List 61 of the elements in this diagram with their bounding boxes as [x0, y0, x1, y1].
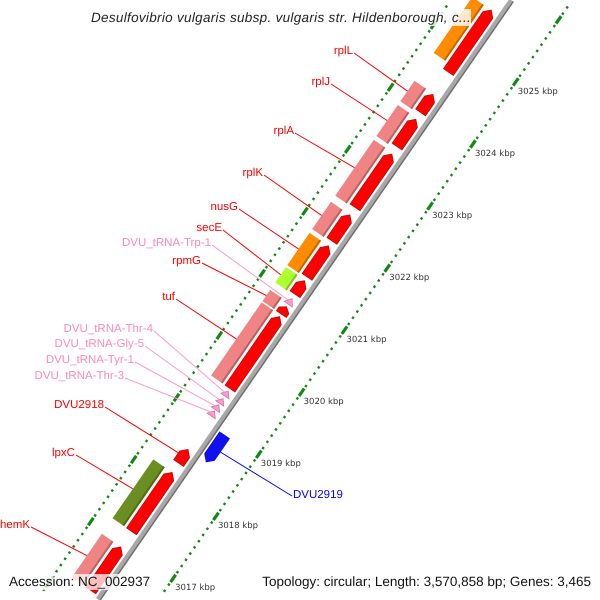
gene-label: DVU_tRNA-Trp-1 — [122, 236, 211, 250]
leader-line — [202, 262, 267, 296]
gene-label: DVU2918 — [54, 398, 104, 412]
gene-label: rplK — [242, 166, 263, 180]
scale-label: 3018 kbp — [218, 521, 258, 532]
scale-label: 3022 kbp — [389, 273, 430, 284]
scale-label: 3020 kbp — [304, 397, 344, 408]
leader-line — [176, 298, 237, 340]
cds-feature — [302, 245, 330, 281]
trna-feature — [214, 398, 224, 408]
trna-feature — [210, 404, 220, 414]
cds-feature — [350, 154, 394, 212]
cds-feature — [173, 449, 190, 467]
cds-feature — [204, 431, 230, 462]
gene-label: DVU_tRNA-Thr-3 — [34, 370, 124, 382]
leader-line — [238, 208, 299, 250]
leader-line — [212, 244, 289, 300]
scale-label: 3025 kbp — [518, 86, 558, 97]
cds-feature — [415, 94, 435, 116]
leader-line — [264, 174, 322, 216]
cds-feature — [224, 316, 282, 392]
scale-label: 3023 kbp — [432, 211, 472, 222]
cds-feature — [326, 214, 352, 245]
trna-feature — [283, 298, 293, 308]
gene-label: rpmG — [172, 254, 201, 268]
scale-label: 3021 kbp — [346, 335, 387, 346]
gene-label: rplL — [334, 44, 353, 58]
leader-line — [144, 346, 220, 400]
leader-line — [124, 378, 212, 413]
leader-line — [154, 330, 226, 393]
cds-feature — [290, 280, 306, 298]
footer-text: Accession: NC_002937 — [9, 574, 150, 590]
cds-feature — [126, 472, 174, 536]
leader-line — [294, 132, 356, 168]
footer-text: Topology: circular; Length: 3,570,858 bp; Genes: 3,465 — [262, 574, 591, 590]
scale-label: 3019 kbp — [260, 459, 301, 470]
gene-label: tuf — [162, 290, 175, 304]
scale-label: 3024 kbp — [474, 149, 515, 160]
leader-line — [134, 362, 216, 406]
gene-label: DVU2919 — [293, 488, 343, 502]
leader-line — [30, 526, 88, 556]
cds-feature — [276, 306, 290, 318]
gene-label: DVU_tRNA-Gly-5 — [54, 338, 144, 350]
leader-line — [104, 406, 179, 454]
trna-feature — [206, 410, 216, 420]
leader-line — [330, 84, 388, 121]
gene-label: hemK — [0, 518, 30, 532]
title: Desulfovibrio vulgaris subsp. vulgaris str. Hildenborough, c... — [91, 9, 472, 26]
gene-label: rplA — [274, 124, 294, 138]
gene-label: secE — [196, 222, 222, 234]
cds-feature — [392, 118, 418, 150]
leader-line — [220, 452, 292, 496]
gene-label: nusG — [210, 200, 238, 214]
gene-label: lpxC — [52, 446, 75, 460]
gene-label: DVU_tRNA-Thr-4 — [64, 322, 153, 336]
gene-label: DVU_tRNA-Tyr-1 — [46, 354, 134, 366]
leader-line — [222, 230, 282, 276]
scale-label: 3017 kbp — [175, 583, 216, 594]
leader-line — [76, 454, 134, 490]
gene-label: rplJ — [311, 76, 330, 88]
trna-feature — [220, 390, 230, 400]
